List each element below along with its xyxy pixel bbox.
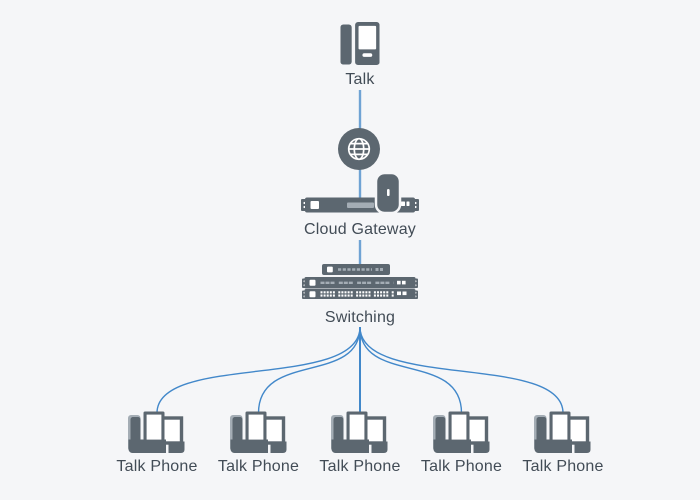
node-talk-phone-4: Talk Phone	[420, 411, 503, 476]
desk-phone-icon	[331, 411, 389, 454]
node-switching-label: Switching	[324, 309, 396, 326]
node-talk-label: Talk	[345, 71, 375, 88]
node-talk-phone-2: Talk Phone	[217, 411, 300, 476]
desk-phone-icon	[534, 411, 592, 454]
switch-stack-icon	[302, 264, 418, 299]
node-cloud-gateway-label: Cloud Gateway	[304, 221, 416, 238]
node-talk-phone-1-label: Talk Phone	[116, 458, 198, 475]
node-talk-phone-5: Talk Phone	[522, 411, 604, 476]
edge-switching-phone-2	[257, 326, 361, 414]
desk-phone-icon	[230, 411, 288, 454]
node-internet	[337, 127, 381, 171]
desk-phone-icon	[128, 411, 186, 454]
node-talk-phone-3-label: Talk Phone	[319, 458, 401, 475]
edge-switching-phone-5	[359, 326, 564, 414]
node-talk-phone-5-label: Talk Phone	[522, 458, 604, 475]
rack-gateway-icon	[301, 172, 419, 214]
edge-switching-phone-1	[156, 326, 361, 414]
node-talk-phone-2-label: Talk Phone	[217, 458, 300, 475]
mobile-phone-icon	[340, 22, 380, 67]
node-cloud-gateway: Cloud Gateway	[300, 172, 420, 239]
globe-icon	[337, 127, 381, 171]
desk-phone-icon	[433, 411, 491, 454]
node-talk-phone-3: Talk Phone	[319, 411, 401, 476]
node-talk: Talk	[320, 22, 400, 89]
node-switching: Switching	[300, 264, 420, 327]
node-talk-phone-1: Talk Phone	[116, 411, 198, 476]
node-talk-phone-4-label: Talk Phone	[420, 458, 503, 475]
edge-switching-phone-4	[359, 326, 463, 414]
